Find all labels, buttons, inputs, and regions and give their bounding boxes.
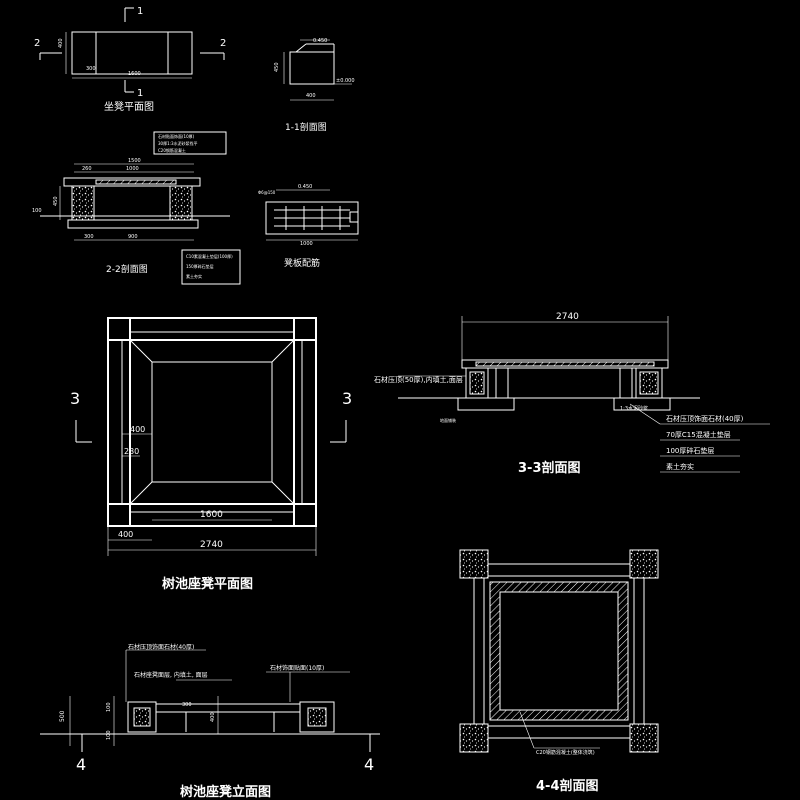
elevation-post-left xyxy=(127,701,157,733)
section-3-3-note-3: 100厚碎石垫层 xyxy=(666,446,714,455)
section-2-2-top-note-3: C20钢筋混凝土 xyxy=(158,147,186,153)
elevation-view: 石材压顶饰面石材(40厚) 石材座凳面层, 内填土, 面层 石材饰面贴面(10厚… xyxy=(40,643,380,800)
tree-pool-dim-400: 400 xyxy=(118,530,133,539)
bench-plan-dim-end: 300 xyxy=(86,66,96,72)
elevation-dim-100b: 100 xyxy=(106,730,112,740)
bench-plan-dim-depth: 400 xyxy=(58,38,64,48)
section-2-2-dim-span: 900 xyxy=(128,234,138,240)
tree-pool-plan-title: 树池座凳平面图 xyxy=(162,576,253,592)
elevation-dim-400: 400 xyxy=(210,712,216,722)
section-1-1-title: 1-1剖面图 xyxy=(285,121,327,133)
elevation-dim-100: 100 xyxy=(106,702,112,712)
section-3-3-right-small: 1:3水泥砂浆 xyxy=(620,405,648,412)
bench-detail-title: 凳板配筋 xyxy=(284,257,320,269)
section-1-1-dim-height: 450 xyxy=(274,62,280,72)
elevation-post-right xyxy=(299,701,335,733)
section-1-1-dim-width: 400 xyxy=(306,93,316,99)
section-mark-2-left: 2 xyxy=(34,38,40,49)
section-4-4-corner-post xyxy=(629,549,659,579)
section-2-2-seat-hatch xyxy=(95,179,177,185)
section-2-2-dim-height: 450 xyxy=(53,196,59,206)
bench-plan-title: 坐凳平面图 xyxy=(104,101,154,113)
section-4-4-title: 4-4剖面图 xyxy=(536,778,599,794)
section-4-4-note: C20钢筋混凝土(整体浇筑) xyxy=(536,749,595,756)
section-2-2-top-note-2: 30厚1:3水泥砂浆找平 xyxy=(158,140,198,146)
bench-plan-outline xyxy=(71,31,193,75)
tree-pool-plan-corner xyxy=(293,503,317,527)
section-2-2-dim-base: 100 xyxy=(32,208,42,214)
section-3-3-left-small: 地面铺装 xyxy=(440,417,456,423)
bench-detail-view: 0.450 Φ6@150 1000 凳板配筋 xyxy=(258,184,359,269)
section-4-4-inner xyxy=(499,591,619,711)
section-1-1-body xyxy=(289,51,335,85)
section-3-3-dim-total: 2740 xyxy=(556,312,579,322)
section-2-2-leg-left xyxy=(71,185,95,221)
elevation-dim-500: 500 xyxy=(59,710,66,722)
bench-detail-note: Φ6@150 xyxy=(258,190,276,195)
section-3-3-left-note: 石材压顶(50厚),内填土,面层 xyxy=(374,375,463,384)
bench-detail-dim-width: 1000 xyxy=(300,241,313,247)
section-4-4-outer xyxy=(483,575,635,727)
bench-plan-dim-width: 1600 xyxy=(128,71,141,77)
section-4-4-corner-post xyxy=(459,723,489,753)
tree-pool-plan-corner xyxy=(293,317,317,341)
tree-pool-plan-corner xyxy=(107,317,131,341)
section-4-4-corner-post xyxy=(629,723,659,753)
tree-pool-dim-1600: 1600 xyxy=(200,510,223,520)
section-2-2-seat-board xyxy=(63,177,201,187)
section-2-2-dim-total: 1500 xyxy=(128,158,141,164)
section-3-3-title: 3-3剖面图 xyxy=(518,460,581,476)
section-3-3-note-1: 石材压顶饰面石材(40厚) xyxy=(666,414,744,423)
section-2-2-note-box xyxy=(153,131,227,155)
tree-pool-plan-inner xyxy=(151,361,273,483)
elevation-dim-300: 300 xyxy=(182,702,192,708)
elevation-section-mark-left: 4 xyxy=(76,755,86,774)
section-2-2-bottom-note-box xyxy=(181,249,241,285)
elevation-note-right: 石材饰面贴面(10厚) xyxy=(270,664,324,672)
section-mark-1-bottom: 1 xyxy=(137,88,143,99)
section-1-1-level: 0.450 xyxy=(313,38,327,44)
tree-pool-plan-outer xyxy=(107,317,317,527)
section-2-2-title: 2-2剖面图 xyxy=(106,263,148,275)
section-3-3-note-4: 素土夯实 xyxy=(666,462,694,471)
section-2-2-leg-right xyxy=(169,185,193,221)
bench-detail-level: 0.450 xyxy=(298,184,312,190)
section-2-2-view: 石材贴面饰面(10厚) 30厚1:3水泥砂浆找平 C20钢筋混凝土 1500 2… xyxy=(32,131,241,285)
section-4-4-view: C20钢筋混凝土(整体浇筑) 4-4剖面图 xyxy=(459,549,659,794)
tree-pool-plan-view: 3 3 400 230 1600 400 2740 树池座凳平面图 xyxy=(70,317,352,592)
tree-pool-dim-2740: 2740 xyxy=(200,540,223,550)
section-mark-2-right: 2 xyxy=(220,38,226,49)
section-4-4-corner-post xyxy=(459,549,489,579)
tree-pool-plan-corner xyxy=(107,503,131,527)
elevation-title: 树池座凳立面图 xyxy=(180,784,271,800)
tree-pool-section-mark-right: 3 xyxy=(342,389,352,408)
section-2-2-dim-mid: 1000 xyxy=(126,166,139,172)
section-2-2-bottom-note-1: C10素混凝土垫层(100厚) xyxy=(186,253,233,259)
elevation-section-mark-right: 4 xyxy=(364,755,374,774)
elevation-note-mid: 石材座凳面层, 内填土, 面层 xyxy=(134,671,208,679)
section-2-2-dim-left: 300 xyxy=(84,234,94,240)
section-3-3-footing-left xyxy=(457,397,515,411)
section-1-1-view: 0.450 ±0.000 450 400 1-1剖面图 xyxy=(274,38,355,133)
bench-plan-view: 1 1 2 2 300 1600 400 坐凳平面图 xyxy=(34,6,226,113)
section-2-2-footing xyxy=(67,219,199,229)
section-3-3-seat-top xyxy=(461,359,669,369)
section-1-1-note: ±0.000 xyxy=(336,78,355,84)
elevation-note-top: 石材压顶饰面石材(40厚) xyxy=(128,643,194,651)
tree-pool-dim-400-top: 400 xyxy=(130,425,145,434)
section-2-2-top-note-1: 石材贴面饰面(10厚) xyxy=(158,133,195,139)
tree-pool-section-mark-left: 3 xyxy=(70,389,80,408)
section-mark-1-top: 1 xyxy=(137,6,143,17)
tree-pool-dim-230: 230 xyxy=(124,447,139,456)
section-3-3-note-2: 70厚C15混凝土垫层 xyxy=(666,430,731,439)
section-2-2-bottom-note-2: 150厚碎石垫层 xyxy=(186,263,214,269)
section-3-3-view: 2740 石材压顶(50厚),内填土,面层 地面铺装 1:3水泥砂浆 石材压顶饰… xyxy=(374,312,770,476)
section-2-2-dim-side: 260 xyxy=(82,166,92,172)
section-2-2-bottom-note-3: 素土夯实 xyxy=(186,273,202,279)
